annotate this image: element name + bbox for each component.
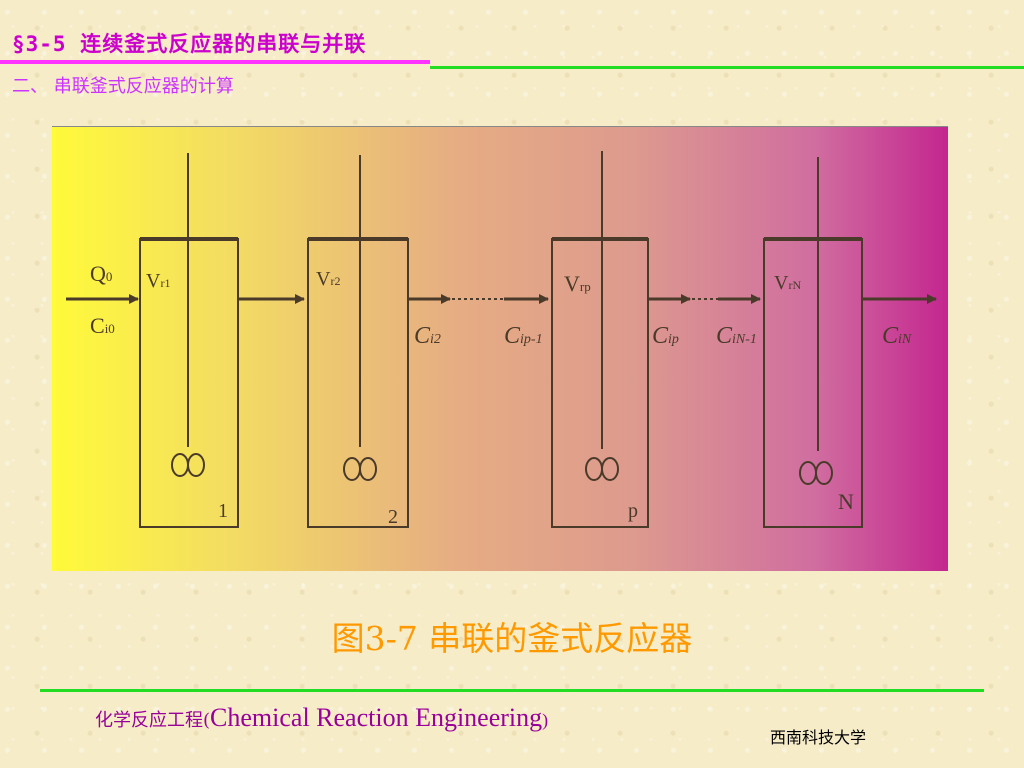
reactor-1: Vr1 1: [139, 153, 239, 528]
figure-caption: 图3-7 串联的釜式反应器: [331, 619, 693, 658]
reactor-p-index-label: p: [628, 500, 638, 522]
reactor-p-volume-label: Vrp: [564, 271, 591, 296]
slide-subtitle: 二、 串联釜式反应器的计算: [12, 76, 234, 97]
reactor-1-volume-label: Vr1: [146, 270, 170, 292]
footer-course-cn: 化学反应工程(: [95, 710, 211, 731]
agitator-impeller-icon: [171, 453, 205, 477]
reactor-N: VrN N: [763, 157, 863, 528]
footer-rule: [40, 689, 984, 692]
reactor-N-inlet-concentration-label: CiN-1: [716, 323, 757, 349]
reactor-diagram: Q0 Ci0 Vr1 1: [52, 126, 948, 571]
agitator-impeller-icon: [799, 461, 833, 485]
reactor-p-inlet-concentration-label: Cip-1: [504, 323, 543, 349]
reactor-1-index-label: 1: [218, 500, 228, 522]
reactor-p-outlet-concentration-label: Cip: [652, 323, 679, 349]
slide-title: §3-5 连续釜式反应器的串联与并联: [12, 32, 367, 56]
agitator-impeller-icon: [343, 457, 377, 481]
reactor-2-outlet-concentration-label: Ci2: [414, 323, 441, 349]
title-underline: [0, 60, 430, 64]
reactor-N-volume-label: VrN: [774, 272, 801, 294]
reactor-diagram-svg: Q0 Ci0 Vr1 1: [66, 151, 937, 528]
footer-course-name: 化学反应工程(Chemical Reaction Engineering): [95, 703, 548, 733]
footer-course-en: Chemical Reaction Engineering: [210, 703, 543, 732]
title-rule: [430, 66, 1024, 69]
inlet-concentration-label: Ci0: [90, 313, 115, 338]
footer-university: 西南科技大学: [770, 728, 867, 747]
reactor-2: Vr2 2: [307, 155, 409, 528]
reactor-N-index-label: N: [838, 489, 854, 514]
agitator-impeller-icon: [585, 457, 619, 481]
footer-course-close: ): [542, 710, 549, 730]
reactor-2-volume-label: Vr2: [316, 268, 340, 290]
reactor-2-index-label: 2: [388, 506, 398, 528]
inlet-flow-label: Q0: [90, 261, 112, 286]
outlet-concentration-label: CiN: [882, 323, 912, 349]
reactor-p: Vrp p: [551, 151, 649, 528]
